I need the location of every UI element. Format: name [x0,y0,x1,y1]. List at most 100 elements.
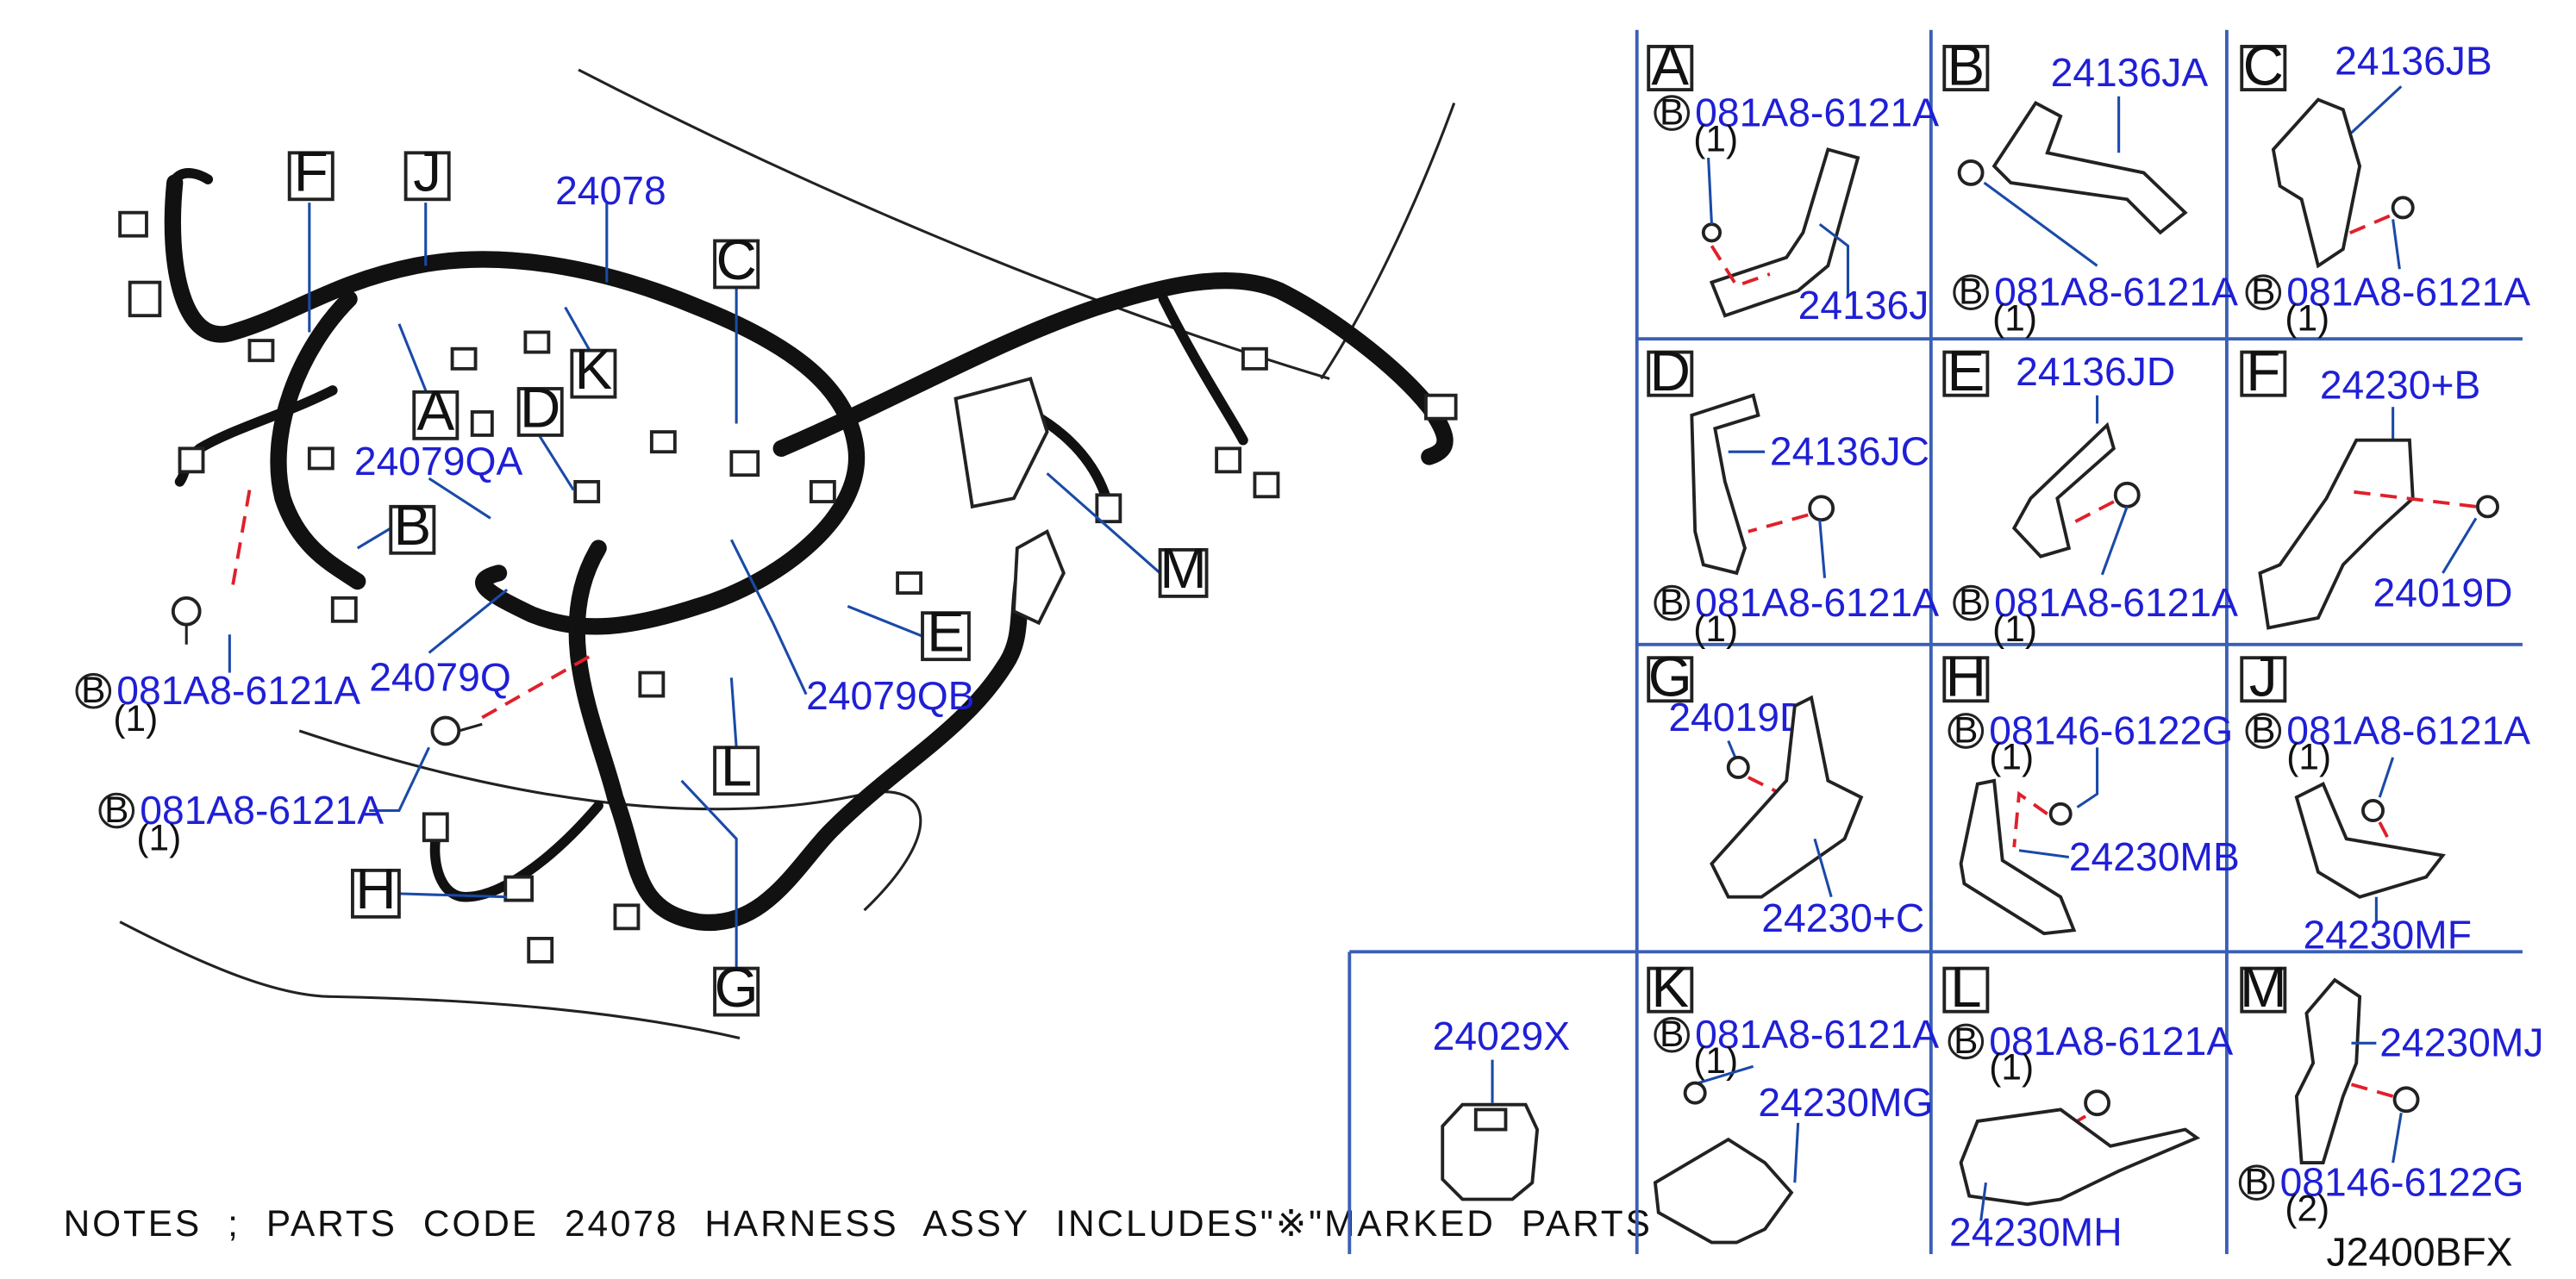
part-number: 24136J [1798,283,1929,328]
connector [613,903,641,931]
part-number-24079Q: 24079Q [369,655,511,700]
bolt-quantity: (1) [1693,118,1738,159]
detail-panel-B: B 24136JA B 081A8-6121A (1) [1942,34,2238,339]
letter-M: M [1160,537,1207,600]
letter-A: A [416,379,454,442]
letter-box-D: D [516,376,564,439]
notes-text: NOTES ; PARTS CODE 24078 HARNESS ASSY IN… [64,1203,1653,1244]
connector [470,410,494,437]
bracket-24136J [1709,147,1860,318]
part-number: 24230MJ [2379,1020,2543,1065]
bolt-icon [2391,196,2415,220]
figure-code: J2400BFX [2327,1230,2513,1275]
bolt-badge-letter: B [1660,582,1684,622]
letter-box-A: A [412,379,460,442]
part-number-2: 24019D [2373,570,2513,615]
bolt-part-number: 081A8-6121A [1695,90,1939,134]
connector [1253,471,1280,499]
bolt-icon [2113,481,2141,508]
bolt-part-number: 081A8-6121A [2286,708,2530,752]
connector [1241,346,1268,371]
part-number: 24019D [1668,695,1808,739]
bolt-part-number: 08146-6122G [1989,708,2233,752]
bolt-part-number: 081A8-6121A [1695,1012,1939,1057]
panel-letter: E [1947,340,1985,402]
bolt-quantity: (1) [2286,736,2331,777]
letter-box-F: F [287,140,335,203]
bolt-badge [98,792,135,829]
connector [330,596,358,623]
bolt-badge [75,672,112,709]
part-number-24079QA: 24079QA [354,439,523,484]
panel-letter: L [1950,956,1981,1019]
letter-E: E [927,600,965,663]
bolt-badge-letter: B [104,789,128,830]
detail-panel-K: K B 081A8-6121A (1) 24230MG [1647,956,1939,1245]
harness-right-lead [1158,294,1248,446]
bolt-part-number: 081A8-6121A [140,788,384,833]
detail-panel-H: H B 08146-6122G (1) 24230MB [1942,646,2240,936]
letter-box-M: M [1158,537,1209,600]
main-bolt-1 [171,596,202,645]
relay-bracket [953,377,1049,509]
panel-letter: G [1648,646,1692,708]
bolt-quantity: (1) [1992,608,2037,649]
body-outline-fender [298,729,922,912]
panel-letter: F [2246,340,2280,402]
harness-lower-loop [568,540,1031,932]
connector [118,210,148,238]
panel-letter: K [1651,956,1689,1019]
connector [128,280,162,318]
connector [450,346,478,371]
part-number-2: 24230+C [1761,895,1924,940]
bolt-head [430,715,461,746]
bolt-icon [1808,495,1835,522]
bolt-quantity: (1) [1992,298,2037,339]
part-number: 24136JD [2016,349,2175,394]
letter-box-C: C [713,228,760,291]
bolt-badge-letter: B [1660,1014,1684,1054]
connector [1095,493,1122,524]
connector [809,479,836,503]
panel-letter: C [2243,34,2284,97]
bracket-24230-C [1710,695,1864,899]
panel-letter: H [1946,646,1986,708]
harness-left-loop [270,290,366,590]
connector [638,671,666,698]
bolt-part-number: 081A8-6121A [2286,270,2530,315]
connector [307,446,335,471]
bolt-quantity: (1) [113,698,158,739]
bolt-badge-letter: B [2251,709,2275,750]
part-number: 24136JA [2051,50,2209,95]
bolt-1-path [231,490,252,585]
bolt-quantity: (1) [2285,298,2329,339]
detail-panel-F: F 24230+B 24019D [2240,340,2513,630]
detail-panel-A: A B 081A8-6121A (1) 24136J [1647,34,1939,328]
connector [527,936,554,964]
panel-letter: B [1947,34,1985,97]
panel-letter: M [2240,956,2287,1019]
bolt-2-path [481,654,591,720]
part-number: 24230MH [1949,1209,2123,1254]
bolt-part-number: 08146-6122G [2280,1160,2524,1205]
letter-F: F [294,140,328,203]
main-leaders [228,203,1161,969]
panel-letter: J [2249,646,2278,708]
letter-box-H: H [351,858,401,920]
part-number: 24230MG [1758,1080,1933,1125]
connector [729,450,760,477]
part-number-24078: 24078 [555,168,666,213]
bolt-icon [1726,755,1750,779]
letter-box-K: K [570,338,617,401]
bolt-badge-letter: B [81,670,105,710]
main-bolt-2 [430,715,483,746]
connectors [118,210,1458,964]
bolt-quantity: (2) [2285,1189,2329,1229]
connector [896,571,922,595]
bolt-icon [2392,1086,2420,1114]
bolt-shank [458,722,483,733]
bolt-quantity: (1) [1989,736,2034,777]
connector [649,430,677,454]
harness-trunk [164,174,866,635]
bracket-24230MG [1653,1137,1794,1245]
